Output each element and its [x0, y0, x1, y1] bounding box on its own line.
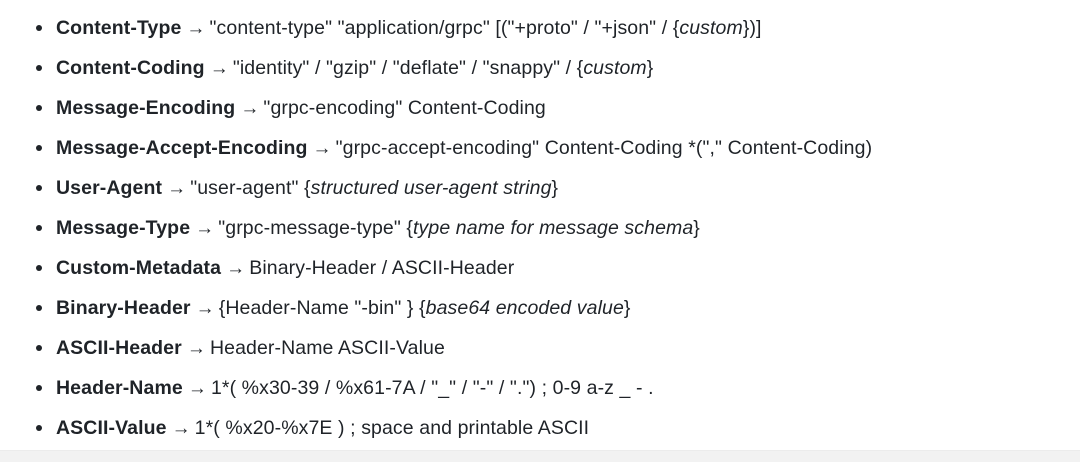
right-arrow-icon: →: [186, 18, 206, 39]
grammar-rule-item: Custom-Metadata→Binary-Header / ASCII-He…: [0, 248, 1080, 288]
rule-definition: Header-Name ASCII-Value: [209, 337, 445, 359]
right-arrow-icon: →: [186, 338, 206, 359]
right-arrow-icon: →: [187, 378, 207, 399]
rule-name: ASCII-Header: [56, 337, 182, 359]
grammar-rule-item: Binary-Header→{Header-Name "-bin" } {bas…: [0, 288, 1080, 328]
rule-name: User-Agent: [56, 177, 163, 199]
grammar-rule-item: Message-Accept-Encoding→"grpc-accept-enc…: [0, 128, 1080, 168]
rule-name: Custom-Metadata: [56, 257, 222, 279]
rule-definition: {Header-Name "-bin" } {base64 encoded va…: [218, 297, 631, 319]
rule-definition: "grpc-accept-encoding" Content-Coding *(…: [335, 137, 873, 159]
right-arrow-icon: →: [240, 98, 260, 119]
grammar-rule-item: Content-Coding→"identity" / "gzip" / "de…: [0, 48, 1080, 88]
grammar-rule-item: Header-Name→1*( %x30-39 / %x61-7A / "_" …: [0, 368, 1080, 408]
rule-definition: "grpc-encoding" Content-Coding: [263, 97, 546, 119]
page-bottom-edge: [0, 450, 1080, 462]
grammar-rule-item: Content-Type→"content-type" "application…: [0, 8, 1080, 48]
rule-name: Message-Accept-Encoding: [56, 137, 308, 159]
rule-name: Header-Name: [56, 377, 183, 399]
right-arrow-icon: →: [226, 258, 246, 279]
rule-definition: 1*( %x30-39 / %x61-7A / "_" / "-" / ".")…: [210, 377, 654, 399]
right-arrow-icon: →: [195, 298, 215, 319]
rule-name: Message-Type: [56, 217, 191, 239]
grammar-rule-list: Content-Type→"content-type" "application…: [0, 8, 1080, 448]
grammar-rule-item: Message-Type→"grpc-message-type" {type n…: [0, 208, 1080, 248]
right-arrow-icon: →: [312, 138, 332, 159]
rule-definition: "user-agent" {structured user-agent stri…: [190, 177, 559, 199]
right-arrow-icon: →: [171, 418, 191, 439]
rule-definition: 1*( %x20-%x7E ) ; space and printable AS…: [194, 417, 590, 439]
grammar-rule-item: ASCII-Value→1*( %x20-%x7E ) ; space and …: [0, 408, 1080, 448]
rule-name: Content-Type: [56, 17, 182, 39]
right-arrow-icon: →: [195, 218, 215, 239]
rule-name: Message-Encoding: [56, 97, 236, 119]
rule-definition: "grpc-message-type" {type name for messa…: [218, 217, 700, 239]
grammar-rule-item: User-Agent→"user-agent" {structured user…: [0, 168, 1080, 208]
rule-definition: "content-type" "application/grpc" [("+pr…: [209, 17, 762, 39]
rule-name: Content-Coding: [56, 57, 205, 79]
grammar-rule-item: Message-Encoding→"grpc-encoding" Content…: [0, 88, 1080, 128]
rule-definition: "identity" / "gzip" / "deflate" / "snapp…: [232, 57, 654, 79]
rule-definition: Binary-Header / ASCII-Header: [249, 257, 515, 279]
rule-name: ASCII-Value: [56, 417, 167, 439]
grammar-rule-item: ASCII-Header→Header-Name ASCII-Value: [0, 328, 1080, 368]
right-arrow-icon: →: [167, 178, 187, 199]
right-arrow-icon: →: [209, 58, 229, 79]
rule-name: Binary-Header: [56, 297, 191, 319]
